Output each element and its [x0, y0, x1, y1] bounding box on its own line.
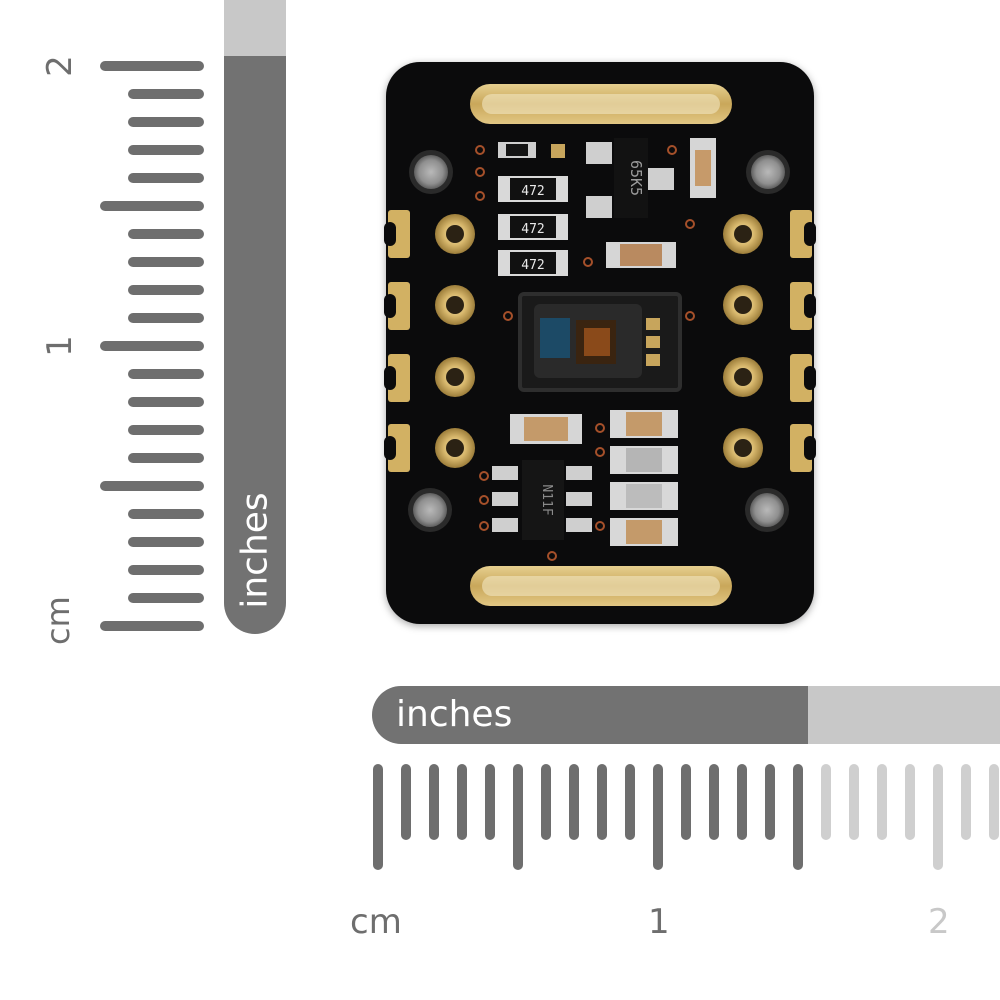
vertical-ruler-tick	[100, 481, 204, 491]
vias	[475, 145, 695, 561]
vertical-ruler-tick	[128, 537, 204, 547]
vertical-ruler-tick	[128, 257, 204, 267]
optical-sensor	[518, 292, 682, 392]
vertical-ruler-tick	[128, 565, 204, 575]
horizontal-ruler-tick	[373, 764, 383, 870]
lower-chip	[492, 460, 592, 540]
horizontal-ruler-tick	[457, 764, 467, 840]
mounting-holes	[408, 150, 790, 532]
vertical-ruler-tick	[128, 173, 204, 183]
horizontal-ruler-tick	[989, 764, 999, 840]
vertical-ruler-tick	[100, 621, 204, 631]
horizontal-ruler-tick	[905, 764, 915, 840]
regulator-chip	[586, 138, 674, 218]
header-pads	[435, 214, 763, 468]
horizontal-ruler-tick	[849, 764, 859, 840]
vertical-ruler-tick	[128, 89, 204, 99]
vertical-ruler-tick	[128, 453, 204, 463]
vertical-inch-bar-overflow	[224, 0, 286, 56]
horizontal-cm-label: cm	[350, 902, 402, 942]
capacitor-stack	[610, 410, 678, 546]
horizontal-ruler-tick	[793, 764, 803, 870]
horizontal-ruler-tick	[625, 764, 635, 840]
vertical-ruler-tick	[128, 369, 204, 379]
resistor-marking-1: 472	[521, 184, 544, 199]
horizontal-number-2: 2	[928, 902, 950, 942]
horizontal-ruler-tick	[569, 764, 579, 840]
horizontal-ruler-tick	[821, 764, 831, 840]
horizontal-ruler-tick	[765, 764, 775, 840]
horizontal-inch-bar-overflow	[808, 686, 1000, 744]
vertical-inch-bar	[224, 56, 286, 634]
resistors	[498, 176, 568, 276]
vertical-ruler-tick	[100, 61, 204, 71]
resistor-marking-2: 472	[521, 222, 544, 237]
horizontal-inches-label: inches	[396, 694, 513, 735]
lower-chip-marking: N11F	[539, 484, 554, 515]
horizontal-ruler-tick	[737, 764, 747, 840]
horizontal-number-1: 1	[648, 902, 670, 942]
vertical-ruler-tick	[128, 285, 204, 295]
vertical-ruler-tick	[128, 117, 204, 127]
horizontal-ruler-tick	[401, 764, 411, 840]
horizontal-ruler-tick	[653, 764, 663, 870]
horizontal-ruler-tick	[933, 764, 943, 870]
vertical-ruler-tick	[128, 425, 204, 435]
regulator-marking: 65K5	[627, 160, 645, 196]
horizontal-inch-bar	[372, 686, 808, 744]
horizontal-ruler-tick	[513, 764, 523, 870]
horizontal-ruler-tick	[709, 764, 719, 840]
vertical-ruler-tick	[128, 313, 204, 323]
vertical-ruler-tick	[128, 229, 204, 239]
vertical-ruler-tick	[100, 341, 204, 351]
vertical-ruler-tick	[128, 397, 204, 407]
horizontal-ruler-tick	[541, 764, 551, 840]
resistor-marking-3: 472	[521, 258, 544, 273]
horizontal-ruler-tick	[485, 764, 495, 840]
horizontal-ruler-tick	[597, 764, 607, 840]
horizontal-ruler-tick	[877, 764, 887, 840]
edge-castellations	[388, 210, 812, 472]
horizontal-ruler-tick	[429, 764, 439, 840]
vertical-ruler-tick	[128, 509, 204, 519]
vertical-ruler-tick	[128, 145, 204, 155]
vertical-ruler-tick	[100, 201, 204, 211]
horizontal-ruler-tick	[681, 764, 691, 840]
horizontal-ruler-tick	[961, 764, 971, 840]
vertical-ruler-tick	[128, 593, 204, 603]
